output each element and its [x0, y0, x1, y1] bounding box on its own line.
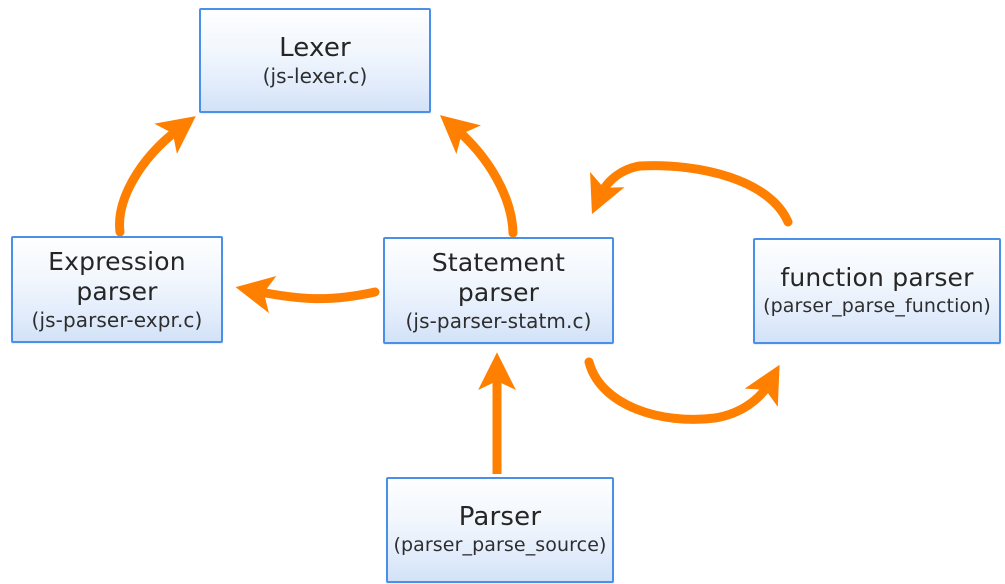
- node-lexer-title: Lexer: [279, 32, 351, 63]
- node-parser-title: Parser: [458, 502, 542, 532]
- node-statement-parser-title: Statement parser: [431, 247, 566, 307]
- edge-function-to-statement: [590, 161, 793, 227]
- edge-expression-to-lexer: [115, 116, 196, 237]
- edge-statement-to-lexer: [439, 115, 518, 238]
- node-lexer-subtitle: (js-lexer.c): [262, 63, 368, 88]
- node-lexer[interactable]: Lexer (js-lexer.c): [199, 8, 431, 113]
- node-function-parser-title: function parser: [780, 263, 974, 292]
- node-parser[interactable]: Parser (parser_parse_source): [386, 477, 614, 583]
- node-expression-parser-subtitle: (js-parser-expr.c): [31, 307, 203, 332]
- node-statement-parser-subtitle: (js-parser-statm.c): [405, 308, 592, 333]
- node-statement-parser[interactable]: Statement parser (js-parser-statm.c): [383, 237, 614, 344]
- node-function-parser-subtitle: (parser_parse_function): [763, 295, 991, 317]
- node-expression-parser-title: Expression parser: [48, 246, 186, 306]
- node-function-parser[interactable]: function parser (parser_parse_function): [753, 238, 1001, 344]
- edge-statement-to-expression: [235, 275, 380, 314]
- node-expression-parser[interactable]: Expression parser (js-parser-expr.c): [11, 236, 223, 343]
- edge-statement-to-function: [584, 357, 780, 424]
- node-parser-subtitle: (parser_parse_source): [393, 534, 607, 556]
